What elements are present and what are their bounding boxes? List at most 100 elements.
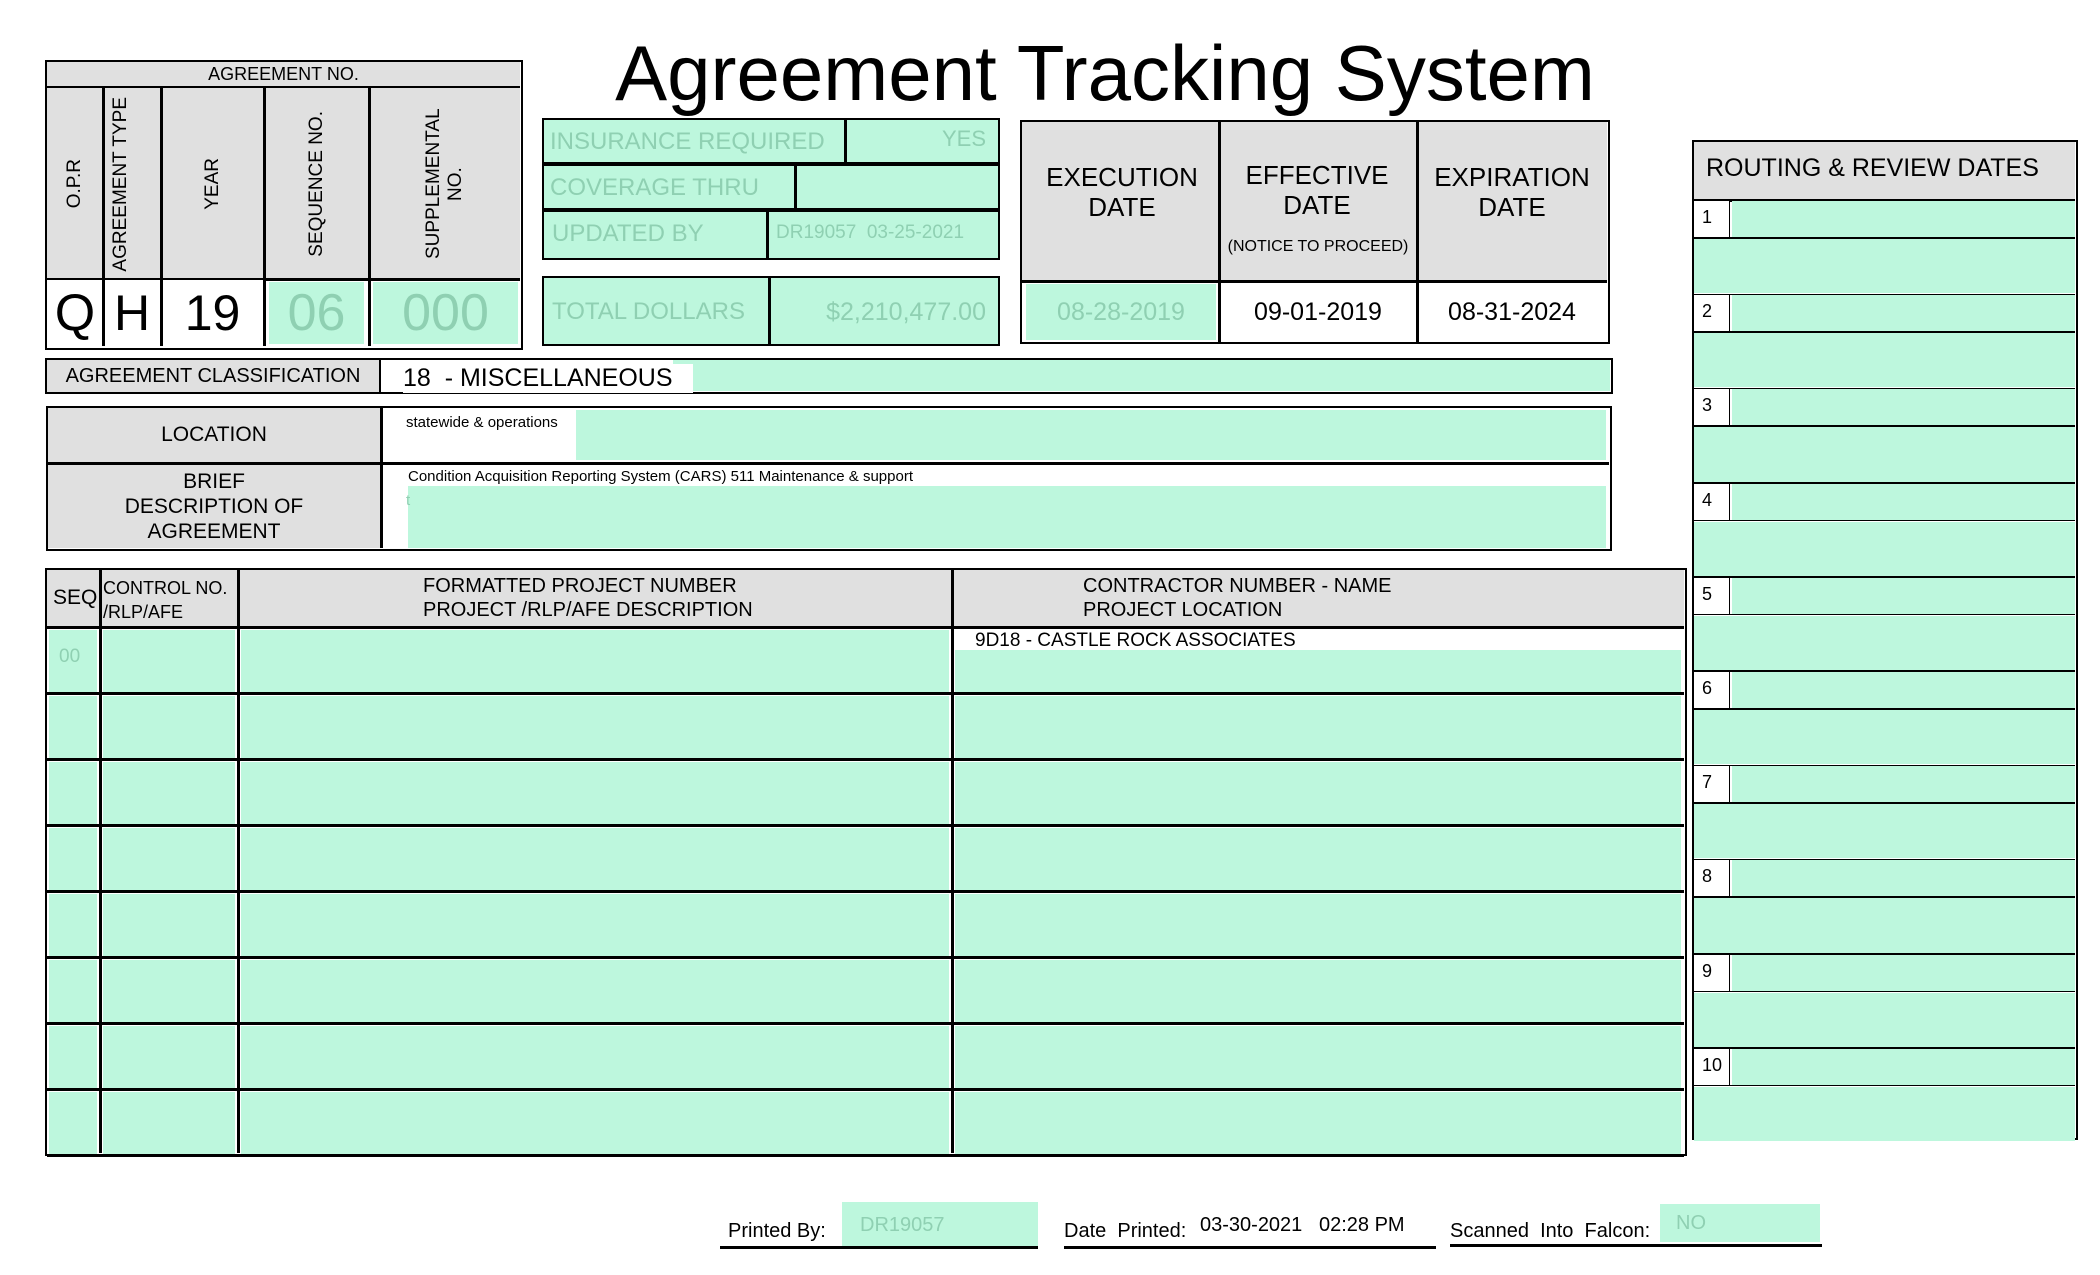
coverage-thru-label: COVERAGE THRU xyxy=(550,174,759,201)
total-dollars-value[interactable]: $2,210,477.00 xyxy=(826,298,986,326)
seq-cell[interactable] xyxy=(47,958,99,1022)
location-value[interactable]: statewide & operations xyxy=(406,414,558,431)
project-cell[interactable] xyxy=(239,628,951,692)
routing-item[interactable]: 3 xyxy=(1694,389,2075,484)
contractor-cell[interactable]: 9D18 - CASTLE ROCK ASSOCIATES xyxy=(953,628,1683,692)
control-no-cell[interactable] xyxy=(101,892,237,956)
classification-field[interactable]: 18 - MISCELLANEOUS xyxy=(379,358,1613,394)
opr-header: O.P.R xyxy=(64,159,85,209)
project-cell[interactable] xyxy=(239,958,951,1022)
routing-note-field[interactable] xyxy=(1694,804,2075,859)
scanned-value: NO xyxy=(1660,1204,1820,1242)
routing-date-field[interactable] xyxy=(1732,295,2075,332)
execution-date-value[interactable]: 08-28-2019 xyxy=(1026,284,1216,340)
routing-item[interactable]: 1 xyxy=(1694,201,2075,296)
project-cell[interactable] xyxy=(239,1024,951,1088)
sequence-no-value[interactable]: 06 xyxy=(269,282,364,344)
routing-item[interactable]: 9 xyxy=(1694,954,2075,1049)
printed-by-label: Printed By: xyxy=(728,1220,826,1242)
projects-table: SEQ CONTROL NO. /RLP/AFE FORMATTED PROJE… xyxy=(45,568,1687,1157)
routing-item[interactable]: 8 xyxy=(1694,860,2075,955)
control-no-cell[interactable] xyxy=(101,628,237,692)
insurance-required-value[interactable]: YES xyxy=(941,126,986,151)
project-header: FORMATTED PROJECT NUMBER PROJECT /RLP/AF… xyxy=(423,575,753,621)
control-no-cell[interactable] xyxy=(101,1090,237,1154)
routing-note-field[interactable] xyxy=(1694,992,2075,1047)
agreement-no-box: AGREEMENT NO. O.P.R AGREEMENT TYPE YEAR … xyxy=(45,60,523,350)
routing-date-field[interactable] xyxy=(1732,389,2075,426)
control-no-cell[interactable] xyxy=(101,958,237,1022)
routing-date-field[interactable] xyxy=(1732,1048,2075,1085)
project-cell[interactable] xyxy=(239,892,951,956)
routing-note-field[interactable] xyxy=(1694,710,2075,765)
routing-note-field[interactable] xyxy=(1694,427,2075,482)
routing-date-field[interactable] xyxy=(1732,766,2075,803)
supplemental-no-value[interactable]: 000 xyxy=(373,282,518,344)
routing-date-field[interactable] xyxy=(1732,201,2075,237)
supplemental-no-header: SUPPLEMENTAL NO. xyxy=(422,108,466,260)
routing-note-field[interactable] xyxy=(1694,239,2075,294)
total-dollars-row xyxy=(542,276,1000,346)
date-printed-value: 03-30-2021 02:28 PM xyxy=(1200,1214,1405,1236)
routing-note-field[interactable] xyxy=(1694,521,2075,576)
seq-cell[interactable] xyxy=(47,1024,99,1088)
execution-date-label: EXECUTION DATE xyxy=(1046,162,1198,222)
project-cell[interactable] xyxy=(239,694,951,758)
routing-item[interactable]: 2 xyxy=(1694,295,2075,390)
sequence-no-header: SEQUENCE NO. xyxy=(305,111,327,257)
contractor-cell[interactable] xyxy=(953,1090,1683,1154)
routing-date-field[interactable] xyxy=(1732,672,2075,708)
project-cell[interactable] xyxy=(239,1090,951,1154)
project-cell[interactable] xyxy=(239,760,951,824)
printed-by-value: DR19057 xyxy=(842,1202,1038,1246)
control-no-cell[interactable] xyxy=(101,826,237,890)
agreement-no-header: AGREEMENT NO. xyxy=(47,62,520,88)
contractor-cell[interactable] xyxy=(953,826,1683,890)
contractor-cell[interactable] xyxy=(953,694,1683,758)
routing-note-field[interactable] xyxy=(1694,898,2075,953)
routing-item[interactable]: 6 xyxy=(1694,672,2075,767)
contractor-cell[interactable] xyxy=(953,958,1683,1022)
date-printed-label: Date Printed: xyxy=(1064,1220,1187,1242)
routing-item[interactable]: 4 xyxy=(1694,483,2075,578)
routing-note-field[interactable] xyxy=(1694,1086,2075,1141)
contractor-cell[interactable] xyxy=(953,892,1683,956)
expiration-date-value[interactable]: 08-31-2024 xyxy=(1448,297,1576,326)
routing-item-number: 5 xyxy=(1694,577,1730,614)
year-value: 19 xyxy=(161,280,264,346)
seq-cell[interactable] xyxy=(47,826,99,890)
routing-note-field[interactable] xyxy=(1694,615,2075,670)
seq-cell[interactable] xyxy=(47,1090,99,1154)
seq-cell[interactable] xyxy=(47,760,99,824)
effective-date-value[interactable]: 09-01-2019 xyxy=(1254,297,1382,326)
updated-by-label: UPDATED BY xyxy=(552,220,704,247)
control-no-cell[interactable] xyxy=(101,694,237,758)
routing-date-field[interactable] xyxy=(1732,954,2075,991)
location-description-box: LOCATION BRIEF DESCRIPTION OF AGREEMENT … xyxy=(46,406,1612,551)
description-value[interactable]: Condition Acquisition Reporting System (… xyxy=(408,468,913,485)
routing-date-field[interactable] xyxy=(1732,483,2075,520)
routing-item[interactable]: 10 xyxy=(1694,1048,2075,1143)
year-header: YEAR xyxy=(201,158,223,210)
agreement-type-header: AGREEMENT TYPE xyxy=(110,96,131,272)
routing-item[interactable]: 7 xyxy=(1694,766,2075,861)
contractor-cell[interactable] xyxy=(953,760,1683,824)
seq-cell-text: 00 xyxy=(59,646,81,667)
seq-cell[interactable] xyxy=(47,694,99,758)
control-no-cell[interactable] xyxy=(101,1024,237,1088)
control-no-cell[interactable] xyxy=(101,760,237,824)
routing-note-field[interactable] xyxy=(1694,333,2075,388)
seq-cell[interactable]: 00 xyxy=(47,628,99,692)
routing-item-number: 1 xyxy=(1694,201,1730,237)
table-row xyxy=(47,760,1684,827)
classification-label: AGREEMENT CLASSIFICATION xyxy=(45,358,381,394)
project-cell[interactable] xyxy=(239,826,951,890)
contractor-cell[interactable] xyxy=(953,1024,1683,1088)
seq-cell[interactable] xyxy=(47,892,99,956)
routing-date-field[interactable] xyxy=(1732,860,2075,897)
insurance-required-label: INSURANCE REQUIRED xyxy=(550,128,825,155)
routing-date-field[interactable] xyxy=(1732,577,2075,614)
routing-item[interactable]: 5 xyxy=(1694,577,2075,672)
updated-by-value[interactable]: DR19057 03-25-2021 xyxy=(776,222,965,243)
table-row xyxy=(47,892,1684,959)
